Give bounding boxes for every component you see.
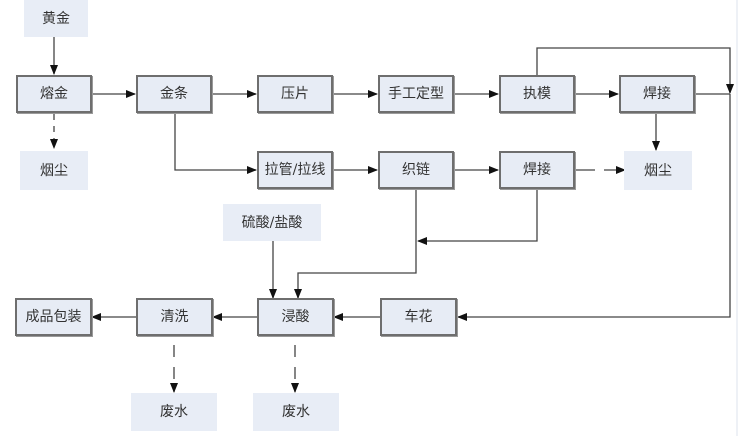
edge-right-engrave	[457, 94, 731, 321]
node-gold: 黄金	[24, 0, 88, 37]
right-edge-strip	[736, 0, 738, 436]
node-waste-water-1: 废水	[131, 393, 217, 431]
edge-chain-pickle	[294, 190, 417, 299]
edge-mold-right	[536, 47, 734, 94]
node-mold: 执模	[499, 75, 575, 113]
node-weld-2: 焊接	[499, 151, 575, 189]
node-press: 压片	[257, 75, 333, 113]
node-fume-1: 烟尘	[20, 151, 88, 190]
node-chain: 织链	[378, 151, 454, 189]
node-fume-2: 烟尘	[624, 151, 692, 190]
node-gold-bar: 金条	[136, 75, 212, 113]
node-package: 成品包装	[15, 298, 92, 336]
node-pickle: 浸酸	[257, 298, 334, 336]
node-hand-shape: 手工定型	[378, 75, 454, 113]
edge-bar-draw	[174, 114, 257, 174]
node-weld-1: 焊接	[619, 75, 695, 113]
node-melt-gold: 熔金	[16, 75, 92, 113]
node-wash: 清洗	[136, 298, 213, 336]
node-acid-input: 硫酸/盐酸	[223, 204, 321, 241]
node-engrave: 车花	[380, 298, 457, 336]
node-draw: 拉管/拉线	[257, 151, 333, 189]
edge-weld2-merge	[417, 190, 538, 245]
node-waste-water-2: 废水	[253, 393, 339, 431]
